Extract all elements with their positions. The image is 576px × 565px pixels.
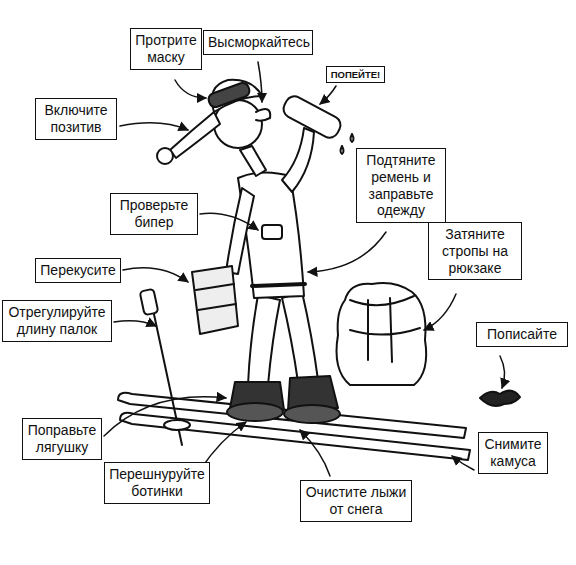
callout-box: Подтяните ремень и заправьте одежду — [356, 148, 446, 223]
leader-arrow — [300, 430, 330, 476]
leader-arrow — [500, 356, 505, 388]
callout-box: Поправьте лягушку — [22, 418, 102, 460]
belt — [252, 284, 305, 286]
neck — [240, 146, 266, 176]
callout-box: Очистите лыжи от снега — [300, 480, 412, 522]
hat-pompom — [157, 148, 173, 164]
leader-arrow — [104, 397, 226, 436]
callout-box: Перекусите — [35, 258, 121, 283]
callout-text: Очистите лыжи от снега — [305, 484, 407, 518]
bottle — [280, 93, 343, 141]
callout-text: Включите позитив — [40, 102, 112, 136]
callout-text: Перекусите — [40, 262, 116, 279]
backpack — [337, 283, 427, 385]
arm — [226, 188, 254, 274]
callout-text: Протрите маску — [135, 32, 197, 66]
callout-box: Отрегулируйте длину палок — [2, 300, 112, 342]
leg — [282, 292, 318, 382]
callout-text: Высморкайтесь — [208, 34, 308, 51]
callout-text: Пописайте — [481, 326, 563, 343]
pole-basket — [164, 420, 190, 430]
pole-grip — [140, 289, 159, 315]
callout-text: ПОПЕЙТЕ! — [330, 69, 381, 80]
callout-text: Проверьте бипер — [115, 197, 193, 231]
leader-arrow — [258, 62, 262, 102]
callout-box: Проверьте бипер — [110, 193, 198, 235]
callout-text: Отрегулируйте длину палок — [7, 304, 107, 338]
callout-box: ПОПЕЙТЕ! — [326, 66, 385, 83]
goggles — [207, 81, 251, 109]
callout-box: Протрите маску — [130, 28, 202, 70]
beeper — [262, 225, 282, 239]
callout-box: Перешнуруйте ботинки — [104, 462, 210, 504]
callout-box: Включите позитив — [35, 98, 117, 140]
callout-text: Поправьте лягушку — [27, 422, 97, 456]
nose — [256, 109, 270, 121]
callout-box: Затяните стропы на рюкзаке — [428, 222, 522, 280]
callout-box: Пописайте — [476, 322, 568, 347]
sandwich — [192, 266, 238, 334]
backpack-lid — [350, 296, 414, 305]
arm — [282, 128, 314, 192]
callout-box: Снимите камуса — [478, 432, 548, 474]
leader-arrow — [452, 456, 474, 470]
leader-arrow — [320, 86, 336, 104]
leader-arrow — [123, 268, 188, 282]
leader-arrow — [175, 80, 206, 98]
snow-spot — [480, 391, 520, 406]
callout-text: Снимите камуса — [483, 436, 543, 470]
leg — [248, 295, 280, 385]
binding — [284, 405, 340, 423]
leader-arrow — [200, 213, 258, 230]
hat-flap — [170, 112, 220, 158]
leader-arrow — [308, 232, 386, 272]
leader-arrow — [120, 123, 188, 130]
callout-box: Высморкайтесь — [203, 30, 313, 55]
callout-text: Подтяните ремень и заправьте одежду — [361, 152, 441, 219]
backpack-strap — [350, 298, 420, 362]
leader-arrow — [424, 294, 456, 330]
binding — [227, 403, 283, 421]
leader-arrow — [114, 321, 156, 326]
sandwich-layer — [196, 284, 236, 310]
water-drops — [341, 134, 354, 154]
callout-text: Затяните стропы на рюкзаке — [433, 226, 517, 276]
callout-text: Перешнуруйте ботинки — [109, 466, 205, 500]
